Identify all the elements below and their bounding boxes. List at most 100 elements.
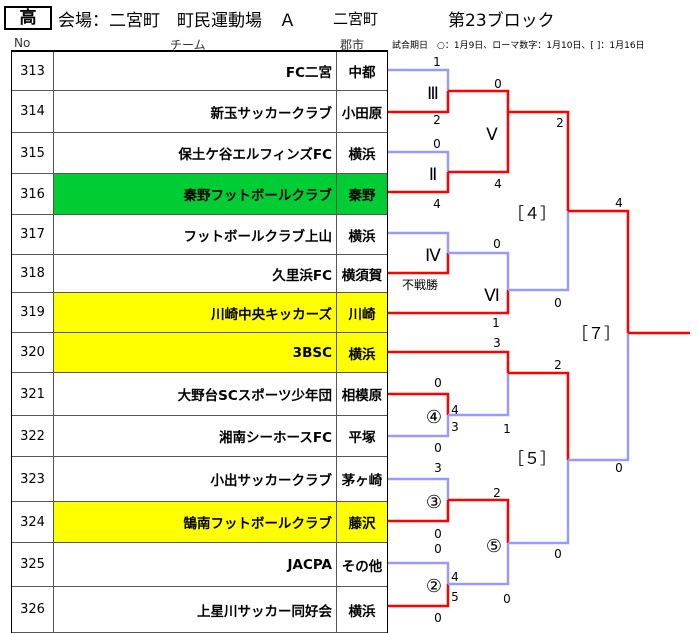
team-number: 321 <box>12 373 54 415</box>
walkover-label: 不戦勝 <box>402 277 438 292</box>
round-label-IV: Ⅳ <box>425 246 441 266</box>
score-label: 0 <box>434 542 442 556</box>
team-name: 保土ケ谷エルフィンズFC <box>54 133 337 173</box>
score-label: 1 <box>492 316 500 330</box>
round-label-III: Ⅲ <box>427 84 439 104</box>
bracket-line-313 <box>388 68 450 91</box>
round-label-4: ［４］ <box>508 204 556 223</box>
score-label: 0 <box>503 592 511 606</box>
team-number: 313 <box>12 52 54 90</box>
bracket-line-IV-winner <box>448 251 510 290</box>
bracket-line-316 <box>388 172 450 194</box>
bracket-line-314 <box>388 91 450 114</box>
score-label: 4 <box>494 177 502 191</box>
team-number: 326 <box>12 587 54 632</box>
bracket-line-II-winner <box>448 112 510 174</box>
score-label: 0 <box>554 547 562 561</box>
score-label: 4 <box>451 403 459 417</box>
team-name: 秦野フットボールクラブ <box>54 174 337 214</box>
score-label: 0 <box>434 527 442 541</box>
bracket-line-4-winner <box>568 209 630 333</box>
score-label: 2 <box>493 486 501 500</box>
bracket-line-III-winner <box>448 89 510 112</box>
team-name: 新玉サッカークラブ <box>54 91 337 132</box>
team-name: 大野台SCスポーツ少年団 <box>54 373 337 415</box>
bracket-line-VI-winner <box>508 211 570 292</box>
team-number: 318 <box>12 255 54 292</box>
bracket-line-315 <box>388 150 450 172</box>
bracket-line-325 <box>388 561 450 584</box>
team-number: 314 <box>12 91 54 132</box>
col-header-city: 郡市 <box>340 38 365 52</box>
team-number: 320 <box>12 333 54 372</box>
score-label: 4 <box>433 197 441 211</box>
team-city: その他 <box>341 558 383 575</box>
team-name: JACPA <box>54 543 337 586</box>
team-name: 小出サッカークラブ <box>54 457 337 501</box>
team-name: 湘南シーホースFC <box>54 416 337 456</box>
level-badge: 高 <box>4 6 52 30</box>
team-number: 324 <box>12 502 54 542</box>
team-name: 上星川サッカー同好会 <box>54 587 337 632</box>
bracket-line-324 <box>388 500 450 523</box>
team-city: 横浜 <box>348 147 376 163</box>
bracket-line-320 <box>388 350 510 373</box>
bracket-line-319 <box>388 290 510 315</box>
score-label: 0 <box>434 441 442 455</box>
score-label: 0 <box>554 296 562 310</box>
bracket-line-5-circle-winner <box>508 460 570 545</box>
bracket-line-3-circle-winner <box>448 498 510 543</box>
score-label: 0 <box>434 611 442 625</box>
team-number: 317 <box>12 215 54 254</box>
col-header-no: No <box>14 36 31 50</box>
round-label-II: Ⅱ <box>429 165 437 185</box>
bracket-line-318 <box>388 253 450 275</box>
score-label: 0 <box>615 461 623 475</box>
block-title: 第23ブロック <box>448 11 555 31</box>
header-bar: 高 会場：二宮町 町民運動場 Ａ 二宮町 第23ブロック No チーム 郡市 試… <box>0 0 698 52</box>
team-city: 中都 <box>348 65 376 81</box>
score-label: 5 <box>451 590 459 604</box>
round-label-5: ［５］ <box>508 449 556 468</box>
venue-title: 会場：二宮町 町民運動場 Ａ <box>58 11 296 31</box>
bracket-line-V-winner <box>508 110 570 211</box>
bracket-line-5-left <box>508 371 570 460</box>
team-city: 相模原 <box>341 388 383 404</box>
team-name: フットボールクラブ上山 <box>54 215 337 254</box>
date-legend: 試合期日 ○：1月9日、ローマ数字：1月10日、[ ]：1月16日 <box>392 41 645 51</box>
round-label-circle-5: ⑤ <box>486 536 502 557</box>
team-name: 川崎中央キッカーズ <box>54 293 337 332</box>
team-name: FC二宮 <box>54 52 337 90</box>
score-label: 2 <box>433 113 441 127</box>
team-city: 茅ヶ崎 <box>341 473 383 489</box>
bracket-line-323 <box>388 477 450 500</box>
team-number: 319 <box>12 293 54 332</box>
score-label: 1 <box>503 422 511 436</box>
score-label: 0 <box>493 237 501 251</box>
team-city: 横須賀 <box>341 267 383 284</box>
team-number: 315 <box>12 133 54 173</box>
team-city: 横浜 <box>337 333 387 372</box>
score-label: 0 <box>433 137 441 151</box>
score-label: 3 <box>493 336 501 350</box>
team-city: 平塚 <box>348 430 376 446</box>
team-city: 小田原 <box>341 105 383 122</box>
score-label: 4 <box>615 196 623 210</box>
score-label: 3 <box>451 420 459 434</box>
team-city: 藤沢 <box>337 502 387 542</box>
team-number: 316 <box>12 174 54 214</box>
team-city: 川崎 <box>337 293 387 332</box>
bracket-line-326 <box>388 584 450 608</box>
team-name: 久里浜FC <box>54 255 337 292</box>
